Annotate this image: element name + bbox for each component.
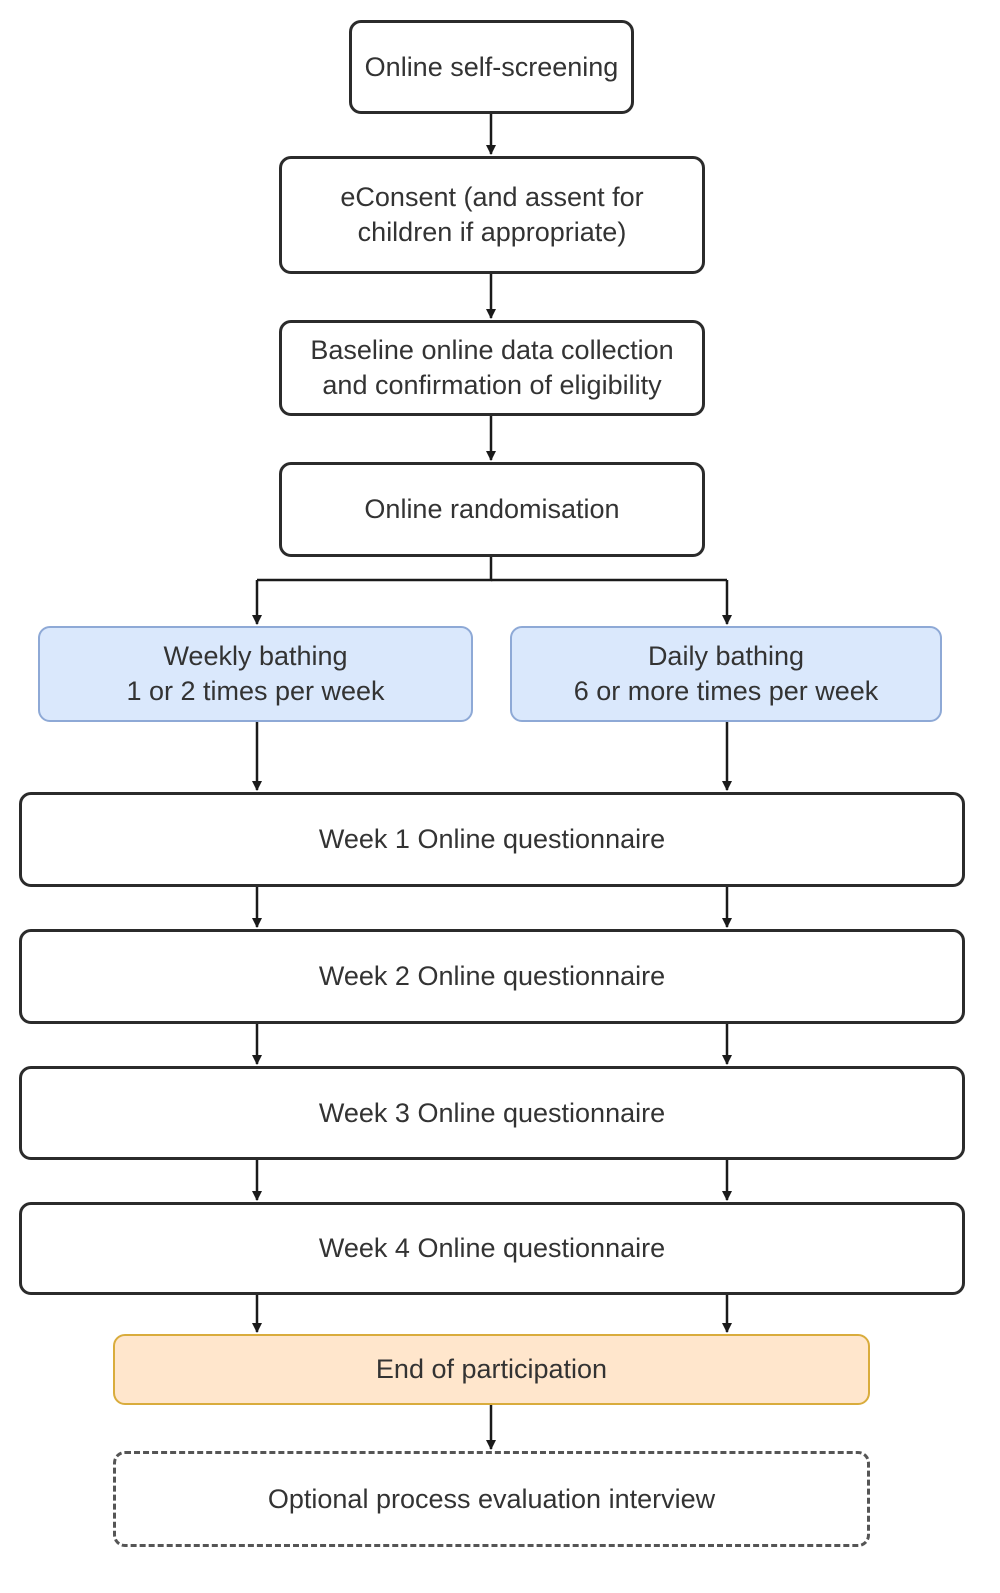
arm-weekly-bathing: Weekly bathing 1 or 2 times per week [38,626,473,722]
step-econsent: eConsent (and assent for children if app… [279,156,705,274]
step-label: End of participation [375,1354,608,1384]
step-online-self-screening: Online self-screening [349,20,634,114]
step-week3-questionnaire: Week 3 Online questionnaire [19,1066,965,1160]
step-week2-questionnaire: Week 2 Online questionnaire [19,929,965,1024]
step-end-of-participation: End of participation [113,1334,870,1405]
step-label: Baseline online data collection and conf… [310,335,674,400]
step-week1-questionnaire: Week 1 Online questionnaire [19,792,965,887]
step-label: Week 3 Online questionnaire [318,1097,666,1128]
arm-label: Weekly bathing 1 or 2 times per week [126,641,385,706]
step-online-randomisation: Online randomisation [279,462,705,557]
step-label: Week 1 Online questionnaire [318,824,666,854]
arm-label: Daily bathing 6 or more times per week [573,641,879,706]
arm-daily-bathing: Daily bathing 6 or more times per week [510,626,942,722]
step-label: Online randomisation [364,494,620,524]
step-optional-interview: Optional process evaluation interview [113,1451,870,1547]
step-week4-questionnaire: Week 4 Online questionnaire [19,1202,965,1295]
step-label: Week 4 Online questionnaire [318,1233,666,1263]
split-connector [257,557,493,582]
step-baseline-data-collection: Baseline online data collection and conf… [279,320,705,416]
step-label: Online self-screening [364,51,619,82]
step-label: eConsent (and assent for children if app… [340,182,644,247]
step-label: Week 2 Online questionnaire [318,961,666,991]
step-label: Optional process evaluation interview [267,1483,716,1514]
